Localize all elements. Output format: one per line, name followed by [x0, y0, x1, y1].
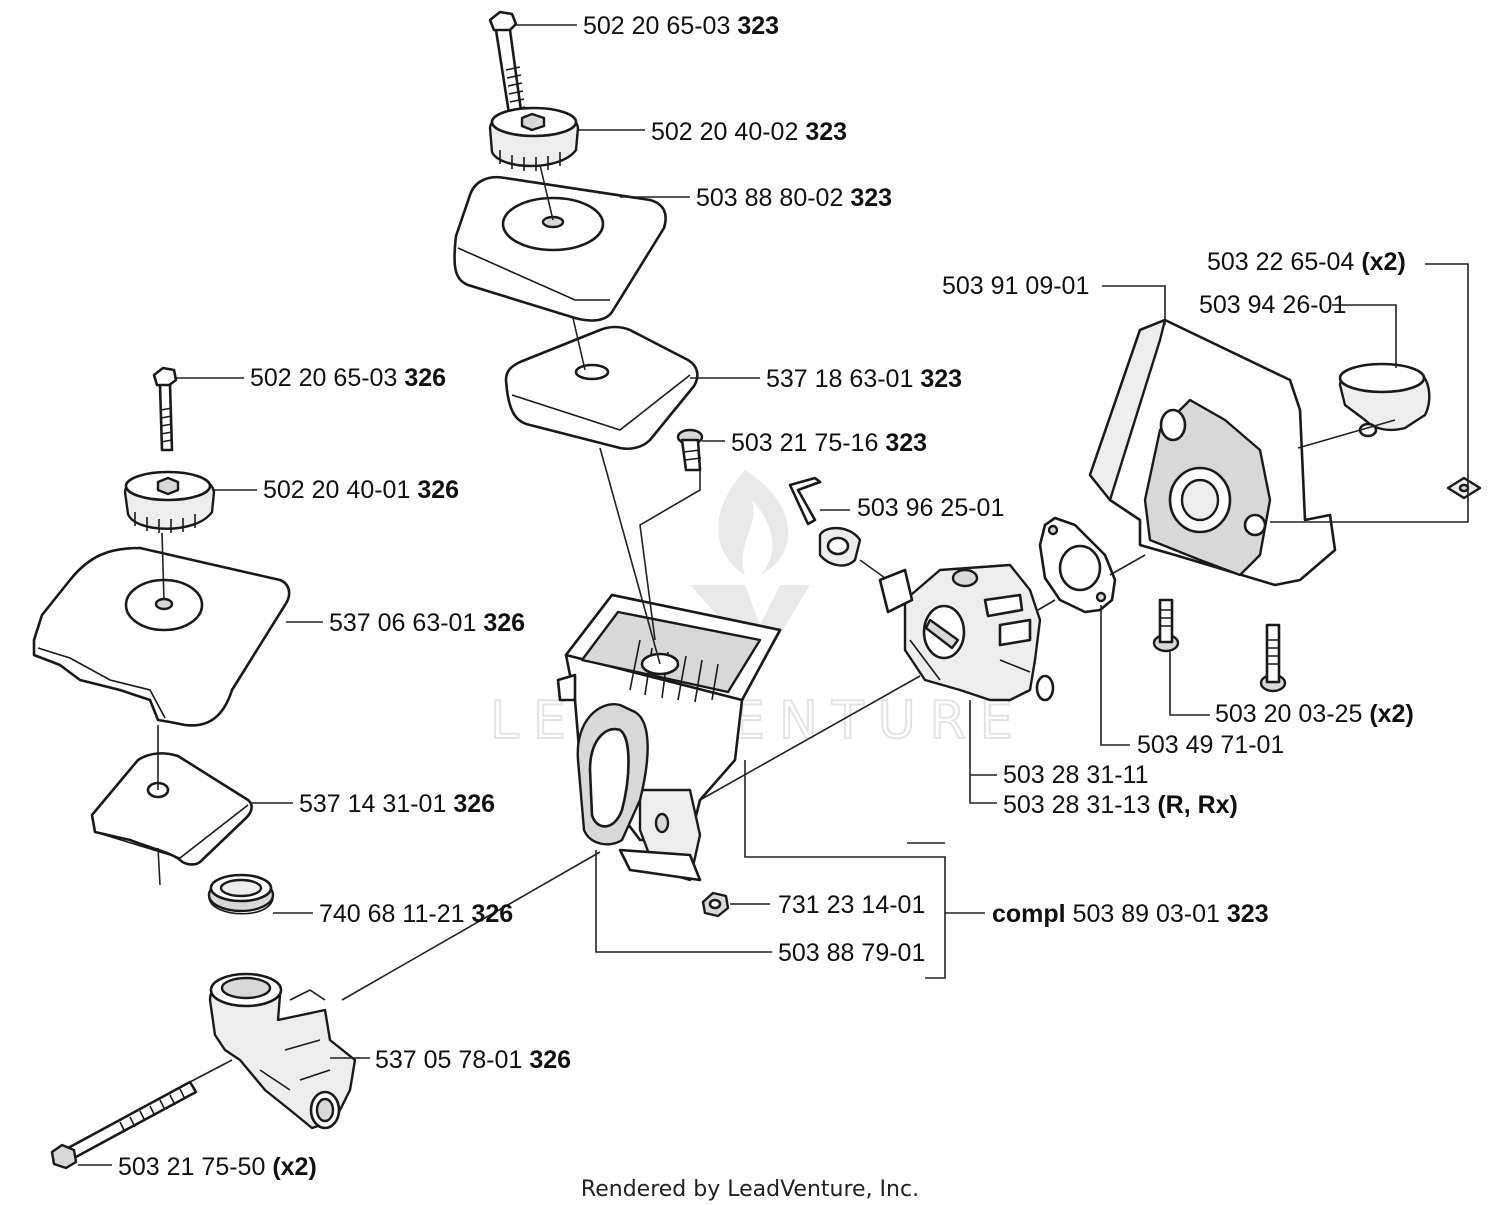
callout-label: 502 20 40-01 326: [263, 476, 459, 504]
bolt-top-part: [488, 10, 526, 122]
callout-label: 503 88 80-02 323: [696, 184, 892, 212]
choke-button-part: [576, 703, 649, 846]
callout-label: 503 21 75-50 (x2): [118, 1153, 317, 1181]
footer-credit: Rendered by LeadVenture, Inc.: [581, 1177, 919, 1202]
carburetor-part: [878, 563, 1055, 702]
seal-ring-part: [207, 873, 275, 915]
callout-label: 740 68 11-21 326: [319, 900, 513, 928]
square-nut-part: [1446, 476, 1482, 500]
callout-label: 731 23 14-01: [778, 891, 925, 919]
screw-small-part: [676, 428, 704, 472]
callout-label: 503 28 31-11: [1003, 761, 1149, 789]
air-filter-cover-lower-part: [32, 546, 291, 727]
fuel-lever-part: [788, 476, 862, 567]
callout-label: 503 88 79-01: [778, 939, 925, 967]
callout-label: 503 28 31-13 (R, Rx): [1003, 791, 1238, 819]
knob-top-part: [488, 106, 580, 171]
intake-elbow-part: [208, 972, 357, 1130]
callout-label: 537 14 31-01 326: [299, 790, 495, 818]
assembly-label: compl 503 89 03-01 323: [992, 900, 1269, 928]
bracket-part: [1088, 318, 1337, 587]
callout-label: 537 06 63-01 326: [329, 609, 525, 637]
leader-lines: [78, 24, 1469, 1166]
callout-label: 503 91 09-01: [942, 272, 1089, 300]
bolt-left-part: [152, 366, 178, 452]
nut-part: [701, 891, 730, 918]
gasket-part: [1038, 516, 1117, 614]
sleeve-part: [1338, 362, 1431, 438]
callout-label: 537 18 63-01 323: [766, 365, 962, 393]
callout-label: 502 20 40-02 323: [651, 118, 847, 146]
callout-label: 502 20 65-03 323: [583, 12, 779, 40]
air-filter-cover-upper-part: [453, 175, 667, 322]
callout-label: 503 21 75-16 323: [731, 429, 927, 457]
callout-label: 503 96 25-01: [857, 494, 1004, 522]
callout-labels: 502 20 65-03 323 502 20 40-02 323 503 88…: [118, 12, 1414, 1181]
callout-label: 503 94 26-01: [1199, 291, 1346, 319]
air-filter-element-upper-part: [504, 325, 699, 451]
callout-label: 503 22 65-04 (x2): [1207, 248, 1406, 276]
air-filter-element-lower-part: [90, 752, 253, 866]
bolt-pair-part: [1152, 598, 1287, 693]
callout-label: 537 05 78-01 326: [375, 1046, 571, 1074]
callout-label: 502 20 65-03 326: [250, 364, 446, 392]
knob-left-part: [123, 470, 216, 533]
long-bolt-part: [50, 1080, 198, 1170]
callout-label: 503 20 03-25 (x2): [1215, 700, 1414, 728]
callout-label: 503 49 71-01: [1137, 731, 1284, 759]
